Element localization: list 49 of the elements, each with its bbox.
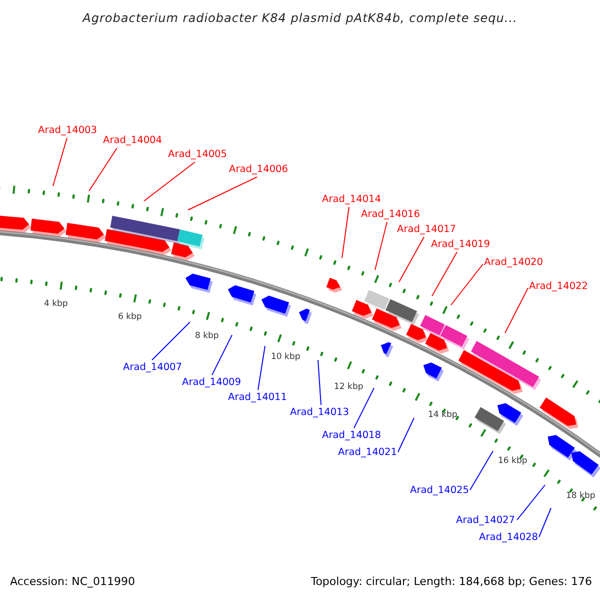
leader-line [374,222,388,270]
accession-text: Accession: NC_011990 [10,574,136,589]
gene-label: Arad_14028 [479,531,538,544]
gene-label: Arad_14007 [123,361,182,374]
gene-label: Arad_14013 [290,406,350,419]
leader-line [144,162,196,202]
leader-line [212,334,232,376]
leader-line [504,288,528,334]
leader-line [398,236,424,282]
gene-label: Arad_14009 [182,376,242,389]
leader-line [52,138,68,186]
leader-line [398,418,414,452]
leader-line [342,206,350,258]
tick-label: 16 kbp [498,456,528,467]
leader-line [258,346,266,390]
tick-label: 14 kbp [428,410,458,421]
gene-label: Arad_14025 [410,484,470,497]
gene-label: Arad_14003 [38,124,98,137]
tick-label: 12 kbp [334,382,364,393]
tick-label: 4 kbp [44,299,68,310]
gene-label: Arad_14016 [361,208,420,221]
gene-label: Arad_14027 [456,514,516,527]
gene-label: Arad_14021 [338,446,398,459]
gene-label: Arad_14005 [168,148,228,161]
leader-line [318,360,322,406]
gene-label: Arad_14017 [397,223,456,236]
gene-label: Arad_14011 [228,391,288,404]
leader-line [432,252,458,296]
gene-label: Arad_14019 [431,238,490,251]
tick-label: 18 kbp [566,491,596,502]
gene-label: Arad_14014 [322,193,382,206]
gene-label: Arad_14006 [229,163,288,176]
leader-line [538,508,552,538]
gene-label: Arad_14004 [103,134,162,147]
leader-line [354,388,374,428]
leader-line [152,322,190,360]
diagram-title: Agrobacterium radiobacter K84 plasmid pAtK84b, complete sequ... [81,11,518,25]
leader-line [470,450,494,490]
leader-line [450,264,484,306]
tick-label: 8 kbp [195,331,219,342]
gene-label: Arad_14020 [484,256,544,269]
leader-line [88,148,118,192]
gene-label: Arad_14022 [529,280,588,293]
leader-line [188,176,258,210]
leader-line [516,484,546,520]
tick-label: 10 kbp [271,352,300,363]
topology-text: Topology: circular; Length: 184,668 bp; Genes: 176 [310,574,592,589]
gene-label: Arad_14018 [322,429,382,442]
tick-label: 6 kbp [118,312,142,323]
